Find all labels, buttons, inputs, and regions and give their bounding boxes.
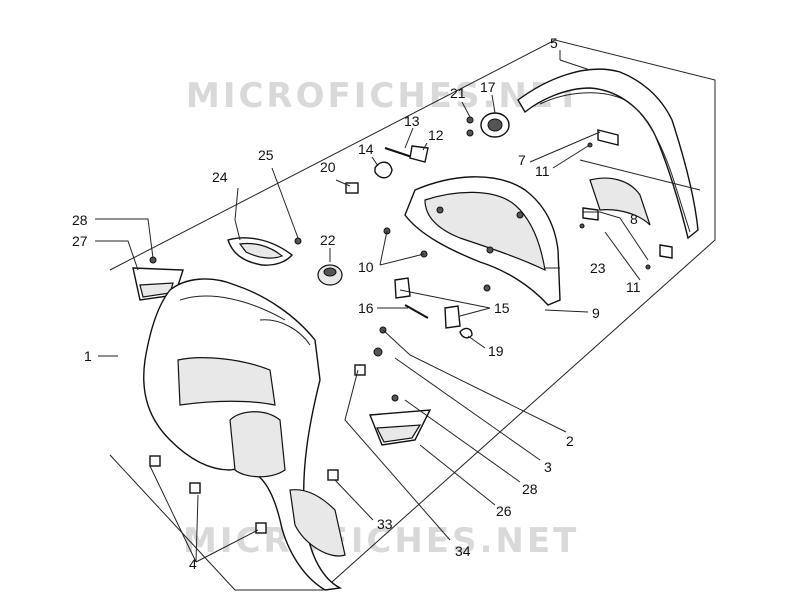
- callout-16: 16: [358, 300, 374, 316]
- callout-12: 12: [428, 127, 444, 143]
- callout-14: 14: [358, 141, 374, 157]
- parts-12-13-14: [374, 145, 429, 179]
- callout-28-top: 28: [72, 212, 88, 228]
- watermark-bottom: MICROFICHES.NET: [183, 521, 579, 561]
- watermark-top: MICROFICHES.NET: [186, 76, 582, 116]
- callout-9: 9: [592, 305, 600, 321]
- callout-17: 17: [480, 79, 496, 95]
- callout-22: 22: [320, 232, 336, 248]
- callout-23: 23: [590, 260, 606, 276]
- callout-3: 3: [544, 459, 552, 475]
- callout-33: 33: [377, 516, 393, 532]
- callout-25: 25: [258, 147, 274, 163]
- callout-labels: 5 17 21 13 12 14 20 25 24 28 27 22 10 7 …: [72, 35, 641, 572]
- part-17-cap: [480, 112, 510, 138]
- callout-10: 10: [358, 259, 374, 275]
- callout-13: 13: [404, 113, 420, 129]
- part-5-back-shield: [517, 68, 701, 240]
- frame-outline: [109, 39, 716, 591]
- parts-15-16-19: [394, 277, 473, 339]
- callout-20: 20: [320, 159, 336, 175]
- callout-19: 19: [488, 343, 504, 359]
- part-26-box: [368, 409, 432, 446]
- callout-24: 24: [212, 169, 228, 185]
- callout-4: 4: [189, 556, 197, 572]
- callout-27: 27: [72, 233, 88, 249]
- callout-8: 8: [630, 211, 638, 227]
- part-24-grille: [227, 237, 294, 266]
- callout-11-top: 11: [535, 163, 550, 179]
- callout-1: 1: [84, 348, 92, 364]
- fasteners: [149, 116, 651, 534]
- callout-21: 21: [450, 85, 466, 101]
- callout-5: 5: [550, 35, 558, 51]
- part-23-inner-panel: [404, 176, 561, 306]
- parts-7-8-brackets: [582, 129, 673, 259]
- callout-28-bottom: 28: [522, 481, 538, 497]
- callout-15: 15: [494, 300, 510, 316]
- leader-lines: [95, 50, 649, 563]
- callout-26: 26: [496, 503, 512, 519]
- callout-34: 34: [455, 543, 471, 559]
- callout-11-bottom: 11: [626, 279, 641, 295]
- callout-2: 2: [566, 433, 574, 449]
- callout-7: 7: [518, 152, 526, 168]
- part-1-leg-shield: [143, 278, 346, 591]
